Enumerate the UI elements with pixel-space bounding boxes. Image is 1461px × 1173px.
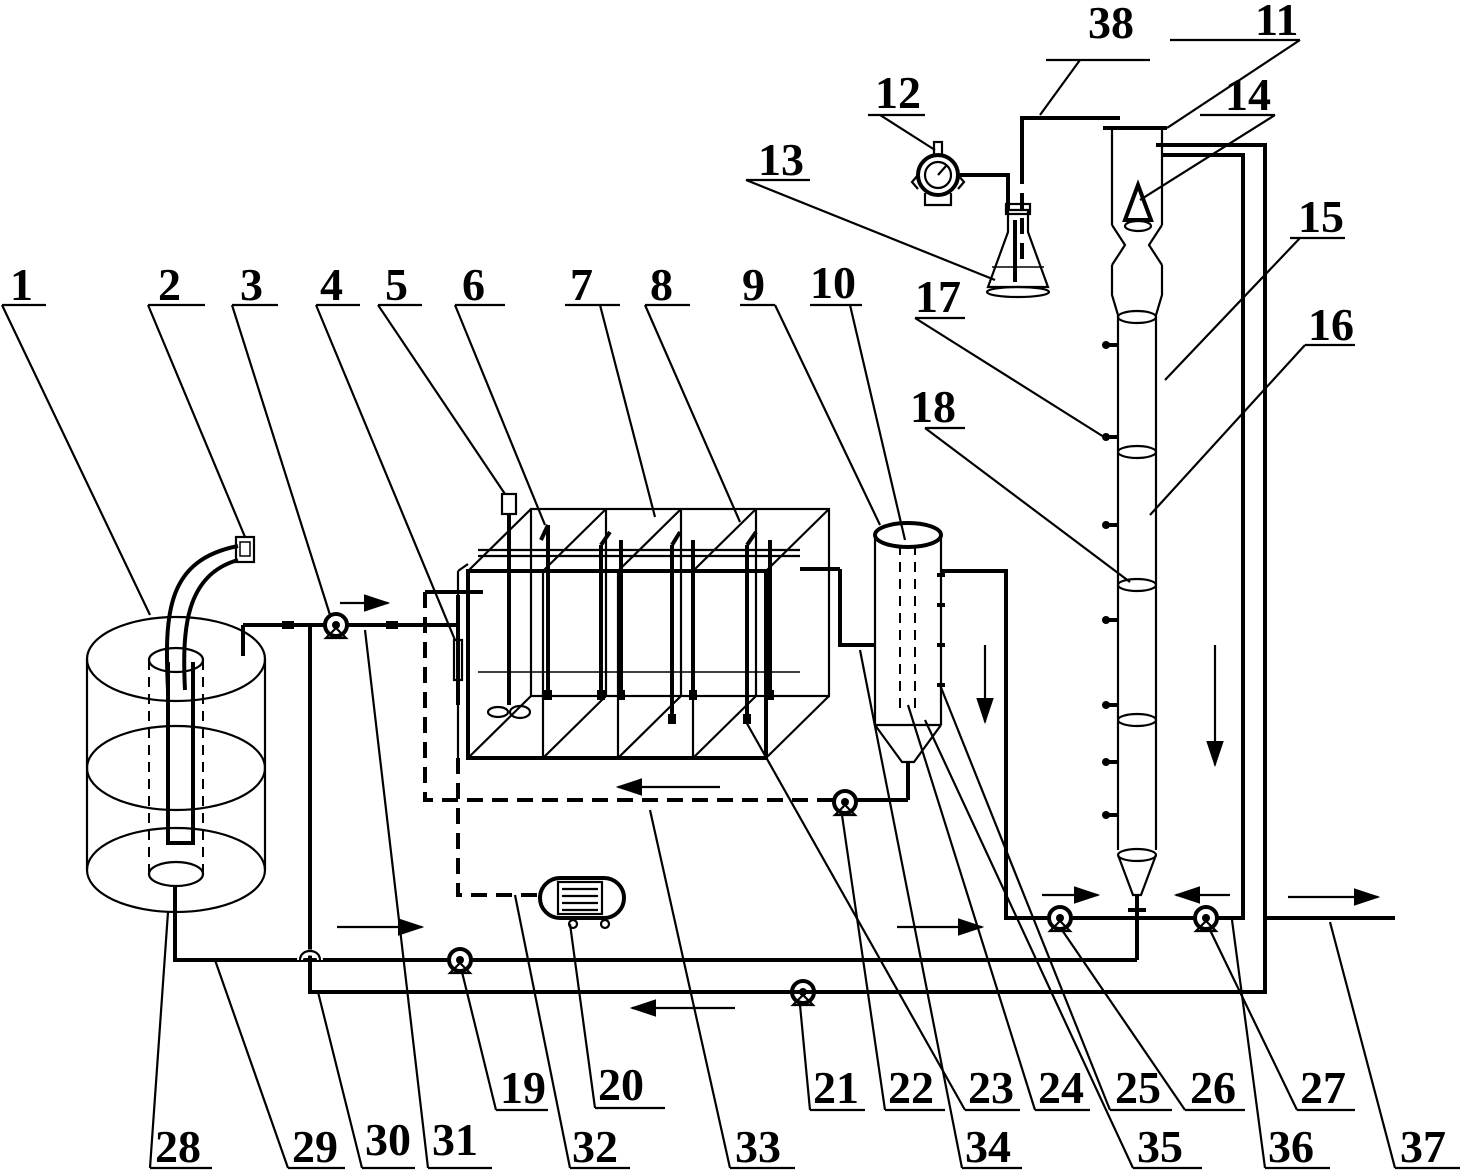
label-13: 13 <box>758 134 804 185</box>
sludge-return-pump <box>832 789 858 817</box>
label-35: 35 <box>1137 1121 1183 1172</box>
label-16: 16 <box>1308 299 1354 350</box>
label-36: 36 <box>1268 1121 1314 1172</box>
label-5: 5 <box>385 259 408 310</box>
hose-probe <box>164 535 256 691</box>
recycle-pump-21 <box>790 979 816 1007</box>
label-3: 3 <box>240 259 263 310</box>
label-28: 28 <box>155 1121 201 1172</box>
column-pump-26 <box>1047 905 1073 933</box>
label-14: 14 <box>1225 69 1271 120</box>
part-labels: 1 2 3 4 5 6 7 8 9 10 11 12 13 14 15 16 1… <box>10 0 1446 1172</box>
label-23: 23 <box>968 1062 1014 1113</box>
label-17: 17 <box>915 271 961 322</box>
label-25: 25 <box>1115 1062 1161 1113</box>
label-19: 19 <box>500 1062 546 1113</box>
label-38: 38 <box>1088 0 1134 48</box>
feed-pump <box>323 612 349 640</box>
label-15: 15 <box>1298 191 1344 242</box>
gas-meter <box>910 140 1010 210</box>
inlet-device <box>425 590 483 705</box>
label-20: 20 <box>598 1059 644 1110</box>
leader-lines <box>1 38 1460 1170</box>
label-27: 27 <box>1300 1062 1346 1113</box>
label-8: 8 <box>650 259 673 310</box>
transfer-pump-19 <box>447 947 473 975</box>
label-30: 30 <box>365 1114 411 1165</box>
label-11: 11 <box>1255 0 1298 45</box>
label-29: 29 <box>292 1121 338 1172</box>
reaction-tank <box>456 507 840 760</box>
label-21: 21 <box>813 1062 859 1113</box>
label-24: 24 <box>1038 1062 1084 1113</box>
label-6: 6 <box>462 259 485 310</box>
gas-flask <box>985 116 1120 299</box>
label-22: 22 <box>888 1062 934 1113</box>
label-4: 4 <box>320 259 343 310</box>
column-pump-27 <box>1193 905 1219 933</box>
label-9: 9 <box>742 259 765 310</box>
label-10: 10 <box>810 257 856 308</box>
air-compressor <box>538 876 626 930</box>
label-12: 12 <box>875 67 921 118</box>
label-18: 18 <box>910 381 956 432</box>
clarifier <box>838 521 1050 920</box>
label-32: 32 <box>572 1121 618 1172</box>
stirrer <box>486 492 532 720</box>
label-26: 26 <box>1190 1062 1236 1113</box>
label-7: 7 <box>570 259 593 310</box>
label-1: 1 <box>10 259 33 310</box>
storage-tank <box>85 615 267 914</box>
label-2: 2 <box>158 259 181 310</box>
label-31: 31 <box>432 1114 478 1165</box>
label-33: 33 <box>735 1121 781 1172</box>
reactor-column <box>1102 126 1167 960</box>
label-34: 34 <box>965 1121 1011 1172</box>
label-37: 37 <box>1400 1121 1446 1172</box>
